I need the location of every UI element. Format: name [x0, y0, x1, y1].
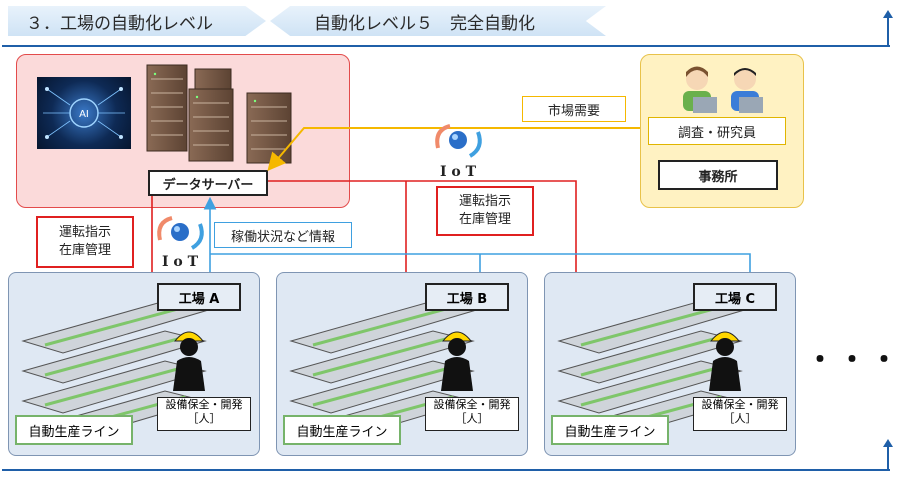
level-title: 自動化レベル５ 完全自動化 — [314, 13, 535, 34]
ai-icon: AI — [43, 87, 125, 139]
factory-c-worker-label: 設備保全・開発 ［人］ — [693, 397, 787, 431]
section-title-tab: ３．工場の自動化レベル — [8, 6, 266, 36]
factory-c-title: 工場 C — [693, 283, 777, 311]
worker-icon — [441, 331, 473, 391]
market-demand-label: 市場需要 — [522, 96, 626, 122]
iot-top-label: I o T — [440, 164, 477, 180]
iot-globe-icon — [435, 124, 482, 158]
office-label: 事務所 — [658, 160, 778, 190]
instruction-left-label: 運転指示 在庫管理 — [36, 216, 134, 268]
iot-left-label: I o T — [162, 254, 199, 270]
ai-brain-image: AI — [37, 77, 131, 149]
instruction-right-label: 運転指示 在庫管理 — [436, 186, 534, 236]
worker-icon — [173, 331, 205, 391]
iot-globe-icon-left — [157, 216, 204, 250]
researchers-icon — [683, 66, 763, 113]
server-area: AI — [16, 54, 350, 208]
factory-b-title: 工場 B — [425, 283, 509, 311]
worker-icon — [709, 331, 741, 391]
factory-b-worker-label: 設備保全・開発 ［人］ — [425, 397, 519, 431]
factory-b-panel: 工場 B 設備保全・開発 ［人］ 自動生産ライン — [276, 272, 528, 456]
factory-c-panel: 工場 C 設備保全・開発 ［人］ 自動生産ライン — [544, 272, 796, 456]
svg-text:AI: AI — [79, 109, 89, 120]
server-rack-icon — [146, 64, 292, 164]
factory-a-worker-label: 設備保全・開発 ［人］ — [157, 397, 251, 431]
section-title: ３．工場の自動化レベル — [26, 13, 213, 34]
factory-c-line-label: 自動生産ライン — [551, 415, 669, 445]
factory-a-line-label: 自動生産ライン — [15, 415, 133, 445]
level-title-tab: 自動化レベル５ 完全自動化 — [270, 6, 606, 36]
more-factories-indicator: ・・・ — [806, 343, 900, 376]
factory-a-title: 工場 A — [157, 283, 241, 311]
factory-a-panel: 工場 A 設備保全・開発 ［人］ 自動生産ライン — [8, 272, 260, 456]
researchers-label: 調査・研究員 — [648, 117, 786, 145]
factory-b-line-label: 自動生産ライン — [283, 415, 401, 445]
operation-status-label: 稼働状況など情報 — [214, 222, 352, 248]
data-server-label: データサーバー — [148, 170, 268, 196]
